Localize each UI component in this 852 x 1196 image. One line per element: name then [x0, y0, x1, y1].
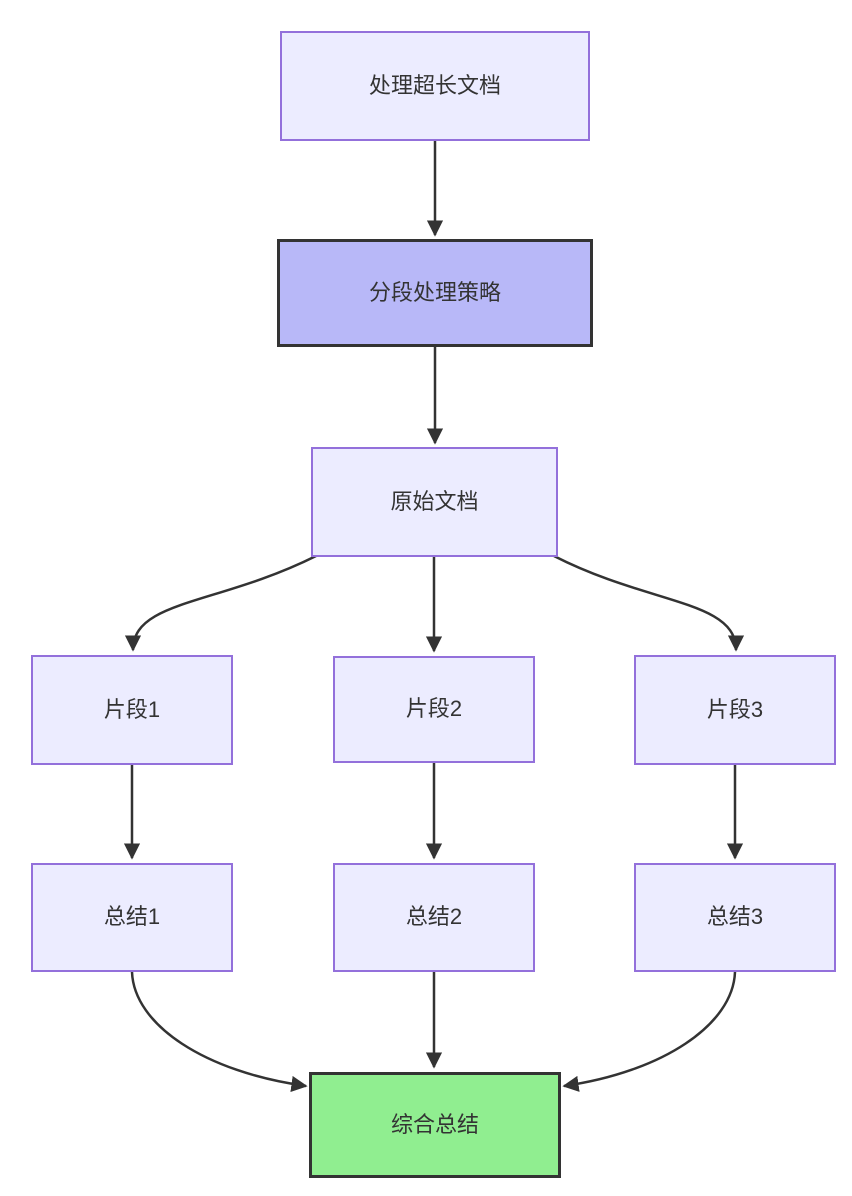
node-fragment-3: 片段3: [634, 655, 836, 765]
node-label: 总结2: [405, 904, 463, 930]
node-label: 综合总结: [390, 1111, 479, 1137]
node-original-document: 原始文档: [311, 447, 558, 557]
node-label: 分段处理策略: [368, 279, 501, 305]
node-summary-1: 总结1: [31, 863, 233, 972]
edge-e1-to-f: [130, 971, 308, 1093]
node-label: 总结3: [706, 904, 764, 930]
node-label: 原始文档: [390, 488, 479, 514]
node-label: 片段3: [706, 696, 764, 722]
node-summary-2: 总结2: [333, 863, 535, 972]
node-fragment-1: 片段1: [31, 655, 233, 765]
node-fragment-2: 片段2: [333, 656, 535, 763]
node-process-long-document: 处理超长文档: [280, 31, 590, 141]
node-label: 片段2: [405, 696, 463, 722]
node-label: 总结1: [103, 904, 161, 930]
node-summary-3: 总结3: [634, 863, 836, 972]
edge-e3-to-f: [562, 971, 737, 1092]
node-combined-summary: 综合总结: [309, 1072, 561, 1178]
node-label: 处理超长文档: [368, 72, 501, 98]
edge-c-to-d1: [124, 554, 317, 652]
edge-c-to-d3: [553, 554, 745, 652]
node-label: 片段1: [103, 696, 161, 722]
node-segmentation-strategy: 分段处理策略: [277, 239, 593, 347]
